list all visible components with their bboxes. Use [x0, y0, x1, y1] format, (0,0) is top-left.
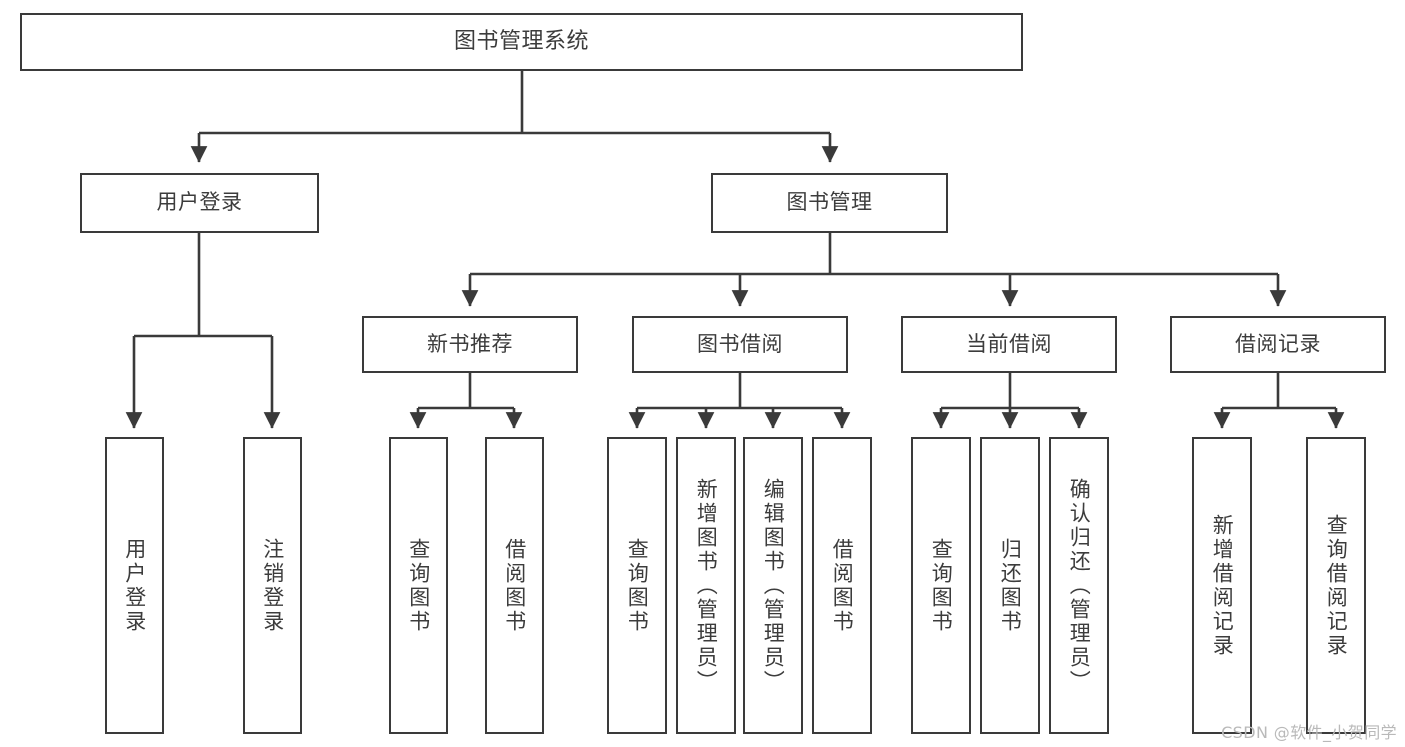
node-book-borrow-label: 图书借阅 — [697, 331, 783, 356]
leaf-book-borrow-edit[interactable]: 编辑图书（管理员） — [743, 437, 803, 734]
node-new-book-recommend[interactable]: 新书推荐 — [362, 316, 578, 373]
leaf-current-borrow-query-label: 查询图书 — [929, 537, 954, 634]
node-borrow-record-label: 借阅记录 — [1235, 331, 1321, 356]
leaf-current-borrow-confirm[interactable]: 确认归还（管理员） — [1049, 437, 1109, 734]
leaf-user-login-login-label: 用户登录 — [122, 537, 147, 634]
leaf-current-borrow-query[interactable]: 查询图书 — [911, 437, 971, 734]
leaf-book-borrow-edit-label: 编辑图书（管理员） — [761, 477, 786, 694]
node-new-book-recommend-label: 新书推荐 — [427, 331, 513, 356]
leaf-user-login-logout-label: 注销登录 — [260, 537, 285, 634]
leaf-new-book-query[interactable]: 查询图书 — [389, 437, 448, 734]
leaf-new-book-query-label: 查询图书 — [406, 537, 431, 634]
leaf-book-borrow-add[interactable]: 新增图书（管理员） — [676, 437, 736, 734]
node-book-management-label: 图书管理 — [786, 190, 873, 215]
leaf-current-borrow-confirm-label: 确认归还（管理员） — [1067, 477, 1092, 694]
watermark-text: CSDN @软件_小贺同学 — [1221, 723, 1397, 742]
node-root-label: 图书管理系统 — [453, 28, 589, 54]
leaf-book-borrow-borrow[interactable]: 借阅图书 — [812, 437, 872, 734]
node-book-management[interactable]: 图书管理 — [711, 173, 948, 233]
leaf-book-borrow-query[interactable]: 查询图书 — [607, 437, 667, 734]
leaf-new-book-borrow[interactable]: 借阅图书 — [485, 437, 544, 734]
leaf-borrow-record-add[interactable]: 新增借阅记录 — [1192, 437, 1252, 734]
leaf-user-login-login[interactable]: 用户登录 — [105, 437, 164, 734]
leaf-user-login-logout[interactable]: 注销登录 — [243, 437, 302, 734]
node-current-borrow[interactable]: 当前借阅 — [901, 316, 1117, 373]
node-borrow-record[interactable]: 借阅记录 — [1170, 316, 1386, 373]
node-current-borrow-label: 当前借阅 — [966, 331, 1052, 356]
leaf-borrow-record-add-label: 新增借阅记录 — [1210, 513, 1235, 658]
node-user-login-label: 用户登录 — [156, 190, 243, 215]
leaf-borrow-record-query-label: 查询借阅记录 — [1324, 513, 1349, 658]
leaf-current-borrow-return[interactable]: 归还图书 — [980, 437, 1040, 734]
leaf-book-borrow-query-label: 查询图书 — [625, 537, 650, 634]
node-root[interactable]: 图书管理系统 — [20, 13, 1023, 71]
leaf-new-book-borrow-label: 借阅图书 — [502, 537, 527, 634]
node-user-login[interactable]: 用户登录 — [80, 173, 319, 233]
leaf-book-borrow-add-label: 新增图书（管理员） — [694, 477, 719, 694]
leaf-borrow-record-query[interactable]: 查询借阅记录 — [1306, 437, 1366, 734]
leaf-book-borrow-borrow-label: 借阅图书 — [830, 537, 855, 634]
leaf-current-borrow-return-label: 归还图书 — [998, 537, 1023, 634]
node-book-borrow[interactable]: 图书借阅 — [632, 316, 848, 373]
